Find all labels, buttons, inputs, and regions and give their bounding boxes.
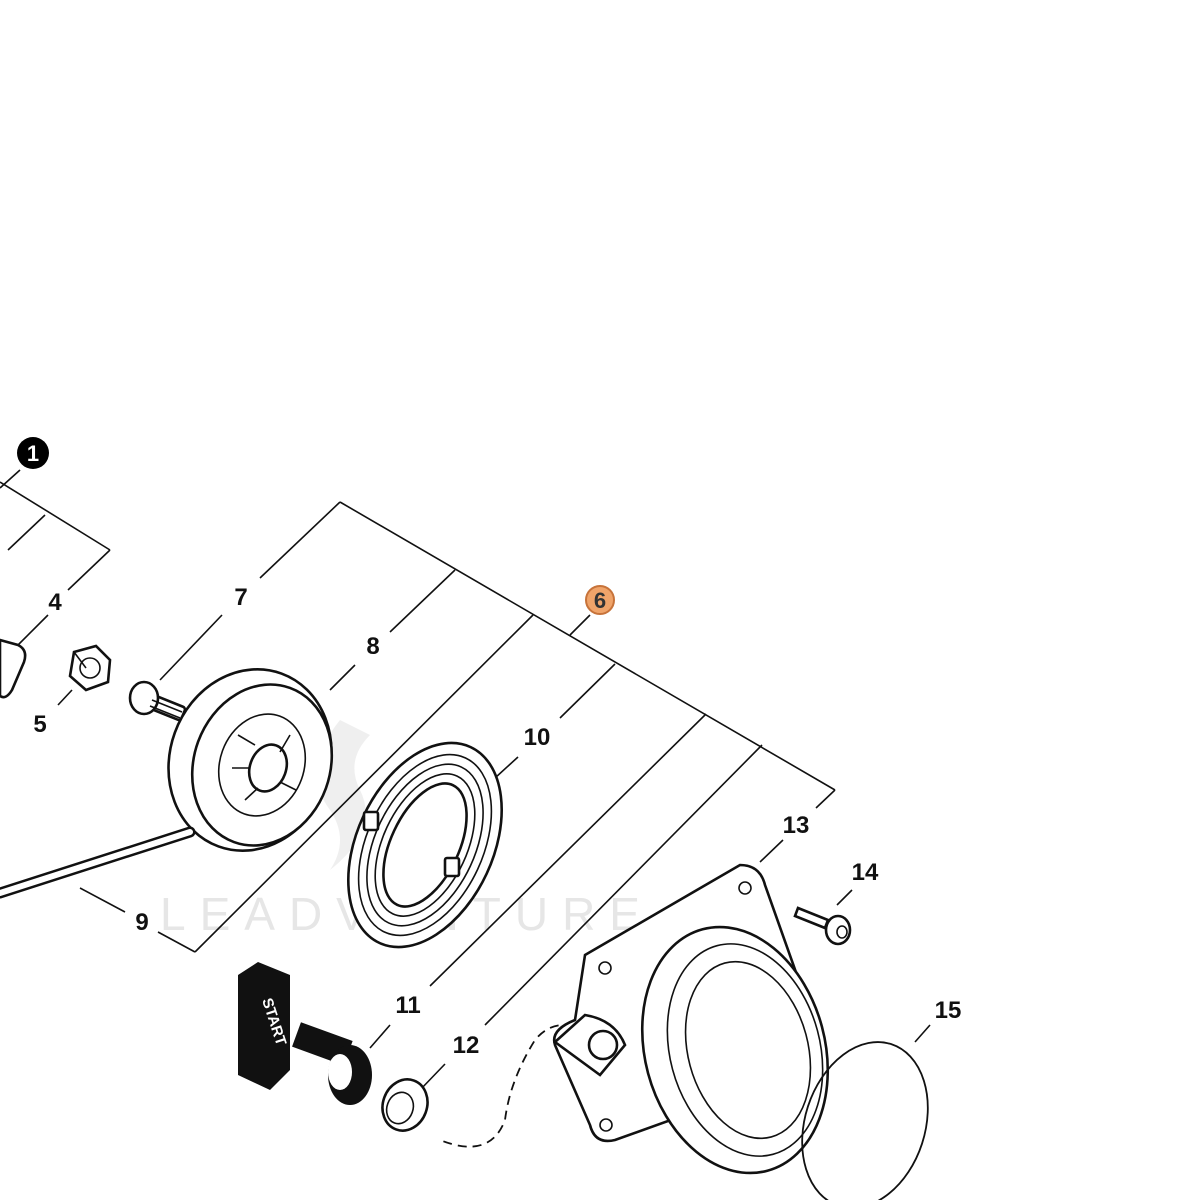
part-13-fan-housing <box>552 863 830 1175</box>
callout-main: 1 <box>17 437 49 469</box>
callout-main-badge <box>17 437 49 469</box>
part-12-bushing <box>381 1078 429 1132</box>
part-10-rewind-spring <box>347 741 503 949</box>
part-15-gasket <box>801 1041 929 1200</box>
callout-assembly-number: 6 <box>594 588 606 613</box>
label-part-4: 4 <box>48 589 62 616</box>
label-part-5: 5 <box>33 711 46 738</box>
label-part-8: 8 <box>366 633 379 660</box>
part-11-starter-grip: START <box>238 962 372 1105</box>
label-part-7: 7 <box>234 584 247 611</box>
label-part-10: 10 <box>524 724 551 751</box>
part-14-screw <box>793 906 852 946</box>
label-part-11: 11 <box>395 992 420 1019</box>
part-8-rope-rotor <box>0 668 334 899</box>
callout-assembly: 6 <box>585 585 615 615</box>
label-part-13: 13 <box>783 812 810 839</box>
leader-lines <box>0 469 931 1148</box>
label-part-9: 9 <box>135 909 148 936</box>
callout-main-number: 1 <box>27 441 39 466</box>
part-4-insert <box>0 638 27 699</box>
part-7-screw <box>128 680 187 722</box>
label-part-12: 12 <box>453 1032 480 1059</box>
part-5-hex-nut <box>68 644 112 692</box>
label-part-15: 15 <box>935 997 962 1024</box>
label-part-14: 14 <box>852 859 879 886</box>
